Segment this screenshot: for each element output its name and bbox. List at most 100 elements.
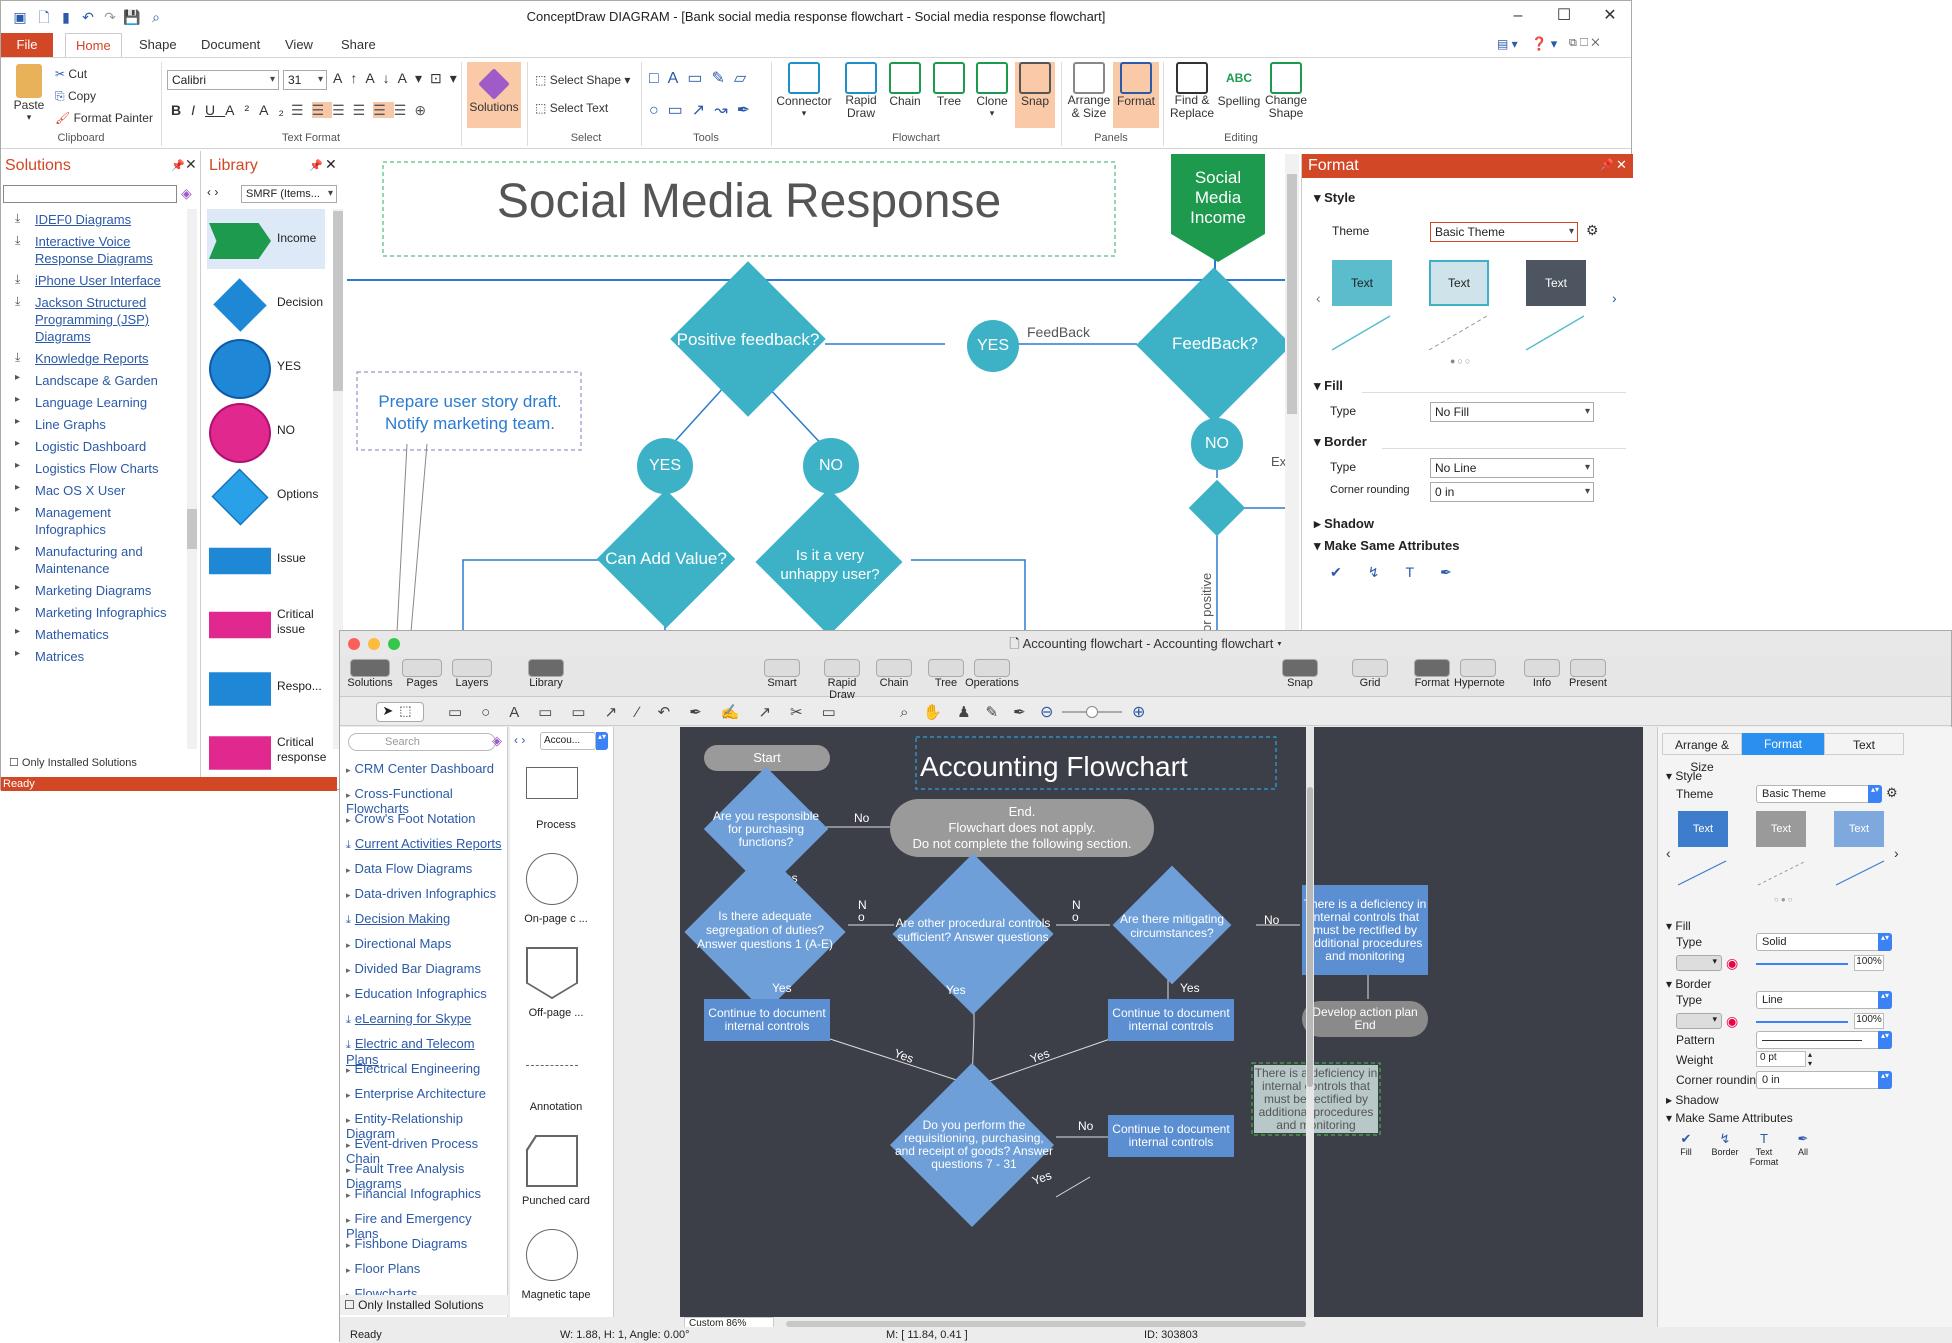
tab-view[interactable]: View xyxy=(285,37,313,52)
close-panel-icon[interactable]: ✕ xyxy=(325,156,337,172)
tab-home[interactable]: Home xyxy=(65,33,122,58)
shadow-section-toggle[interactable]: ▸ Shadow xyxy=(1314,516,1374,531)
settings-gear-icon[interactable]: ⚙ xyxy=(1586,222,1599,238)
spelling-button[interactable]: ABC Spelling xyxy=(1217,62,1261,108)
canvas-vertical-scrollbar[interactable] xyxy=(1285,154,1299,632)
accounting-title[interactable]: Accounting Flowchart xyxy=(920,751,1188,782)
continue-process-box[interactable]: Continue to document internal controls xyxy=(1108,999,1234,1041)
save-icon[interactable]: 💾 xyxy=(123,9,141,25)
solution-item[interactable]: ▸Matrices xyxy=(1,648,191,665)
tab-document[interactable]: Document xyxy=(201,37,261,52)
format-button[interactable]: Format xyxy=(1113,62,1159,128)
mac-solutions-search[interactable]: Search xyxy=(348,733,496,751)
style-section-toggle[interactable]: ▾ Style xyxy=(1314,190,1356,205)
clone-button[interactable]: Clone▾ xyxy=(971,62,1013,119)
make-same-fill-button[interactable]: ✔Fill xyxy=(1668,1131,1704,1157)
library-item[interactable]: Decision xyxy=(207,273,325,333)
toolbar-snap-button[interactable]: Snap xyxy=(1276,659,1324,689)
style-section-toggle[interactable]: ▾ Style xyxy=(1666,769,1703,783)
fill-section-toggle[interactable]: ▾ Fill xyxy=(1666,919,1691,933)
copy-button[interactable]: ⎘ Copy xyxy=(55,89,96,103)
find-replace-button[interactable]: Find & Replace xyxy=(1167,62,1217,120)
drawing-tools-row-1[interactable]: □A▭✎▱ xyxy=(649,70,756,87)
library-scrollbar[interactable] xyxy=(333,209,343,749)
mac-library-item[interactable]: On-page c ... xyxy=(514,851,598,941)
help-icon[interactable]: ❓ ▾ xyxy=(1531,36,1558,51)
zoom-slider[interactable] xyxy=(1062,706,1122,718)
corner-rounding-select[interactable]: 0 in xyxy=(1430,482,1594,502)
mac-library-item[interactable]: Magnetic tape xyxy=(514,1227,598,1317)
fill-opacity-slider[interactable] xyxy=(1756,963,1848,965)
diagram-title[interactable]: Social Media Response xyxy=(496,175,1002,228)
toolbar-layers-button[interactable]: Layers xyxy=(448,659,496,689)
diagram-canvas[interactable]: Social Media Response Social Media Incom… xyxy=(347,154,1285,632)
close-panel-icon[interactable]: ✕ xyxy=(1616,157,1627,172)
redo-icon[interactable]: ↷ xyxy=(104,9,116,25)
mac-solution-item[interactable]: ▸Event-driven Process Chain xyxy=(346,1136,507,1166)
minimize-icon[interactable]: – xyxy=(1513,7,1523,24)
tab-shape[interactable]: Shape xyxy=(139,37,177,52)
font-tools-row[interactable]: A↑A↓A▾⊡▾ xyxy=(333,70,465,86)
toolbar-operations-button[interactable]: Operations xyxy=(960,659,1024,689)
paste-button[interactable]: Paste▾ xyxy=(11,64,47,123)
zoom-slider-thumb[interactable] xyxy=(1086,706,1098,718)
mac-solution-item[interactable]: ▸Data-driven Infographics xyxy=(346,886,496,901)
library-item[interactable]: Critical issue xyxy=(207,593,325,653)
tab-text[interactable]: Text xyxy=(1824,733,1904,755)
undo-icon[interactable]: ↶ xyxy=(82,9,94,25)
shadow-section-toggle[interactable]: ▸ Shadow xyxy=(1666,1093,1719,1107)
mac-fill-type-select[interactable]: Solid▴▾ xyxy=(1756,933,1892,951)
mac-library-item[interactable]: Process xyxy=(514,757,598,847)
fill-color-well[interactable]: ▾ xyxy=(1676,955,1722,971)
mac-corner-select[interactable]: 0 in▴▾ xyxy=(1756,1071,1892,1089)
theme-page-dots[interactable]: ●○○ xyxy=(1450,356,1473,366)
mac-library-item[interactable]: Punched card xyxy=(514,1133,598,1223)
toolbar-library-button[interactable]: Library xyxy=(522,659,570,689)
mac-solution-item[interactable]: ▸Entity-Relationship Diagram xyxy=(346,1111,507,1141)
solution-item[interactable]: ▸Logistics Flow Charts xyxy=(1,460,191,477)
solution-item[interactable]: ⤓Knowledge Reports xyxy=(1,350,191,367)
select-shape-button[interactable]: ⬚ Select Shape ▾ xyxy=(535,73,631,87)
next-theme-icon[interactable]: › xyxy=(1612,290,1617,306)
library-item[interactable]: YES xyxy=(207,337,325,399)
yes-circle-shape[interactable]: YES xyxy=(637,438,693,494)
library-select[interactable]: SMRF (Items... xyxy=(241,185,337,203)
library-item[interactable]: NO xyxy=(207,401,325,463)
border-section-toggle[interactable]: ▾ Border xyxy=(1314,434,1367,449)
solution-item[interactable]: ▸Manufacturing and Maintenance xyxy=(1,543,191,577)
select-text-button[interactable]: ⬚ Select Text xyxy=(535,101,609,115)
border-color-well[interactable]: ▾ xyxy=(1676,1013,1722,1029)
mac-solution-item[interactable]: ▸Electrical Engineering xyxy=(346,1061,480,1076)
toolbar-format-button[interactable]: Format xyxy=(1408,659,1456,689)
tab-format[interactable]: Format xyxy=(1742,733,1824,755)
solution-item[interactable]: ▸Line Graphs xyxy=(1,416,191,433)
mac-solution-item[interactable]: ▸Fishbone Diagrams xyxy=(346,1236,467,1251)
library-item[interactable]: Critical response xyxy=(207,721,326,781)
tab-share[interactable]: Share xyxy=(341,37,376,52)
mac-solution-item[interactable]: ▸Fault Tree Analysis Diagrams xyxy=(346,1161,507,1191)
text-style-row[interactable]: BIUA²A₂ xyxy=(171,102,294,118)
solution-item[interactable]: ▸Landscape & Garden xyxy=(1,372,191,389)
toolbar-hypernote-button[interactable]: Hypernote xyxy=(1454,659,1505,689)
library-item[interactable]: Respo... xyxy=(207,657,325,717)
theme-swatch-2[interactable]: Text xyxy=(1756,811,1806,847)
rapid-draw-button[interactable]: Rapid Draw xyxy=(839,62,883,120)
library-nav-arrows[interactable]: ‹ › xyxy=(514,733,526,747)
library-item[interactable]: Issue xyxy=(207,529,325,589)
color-wheel-icon[interactable]: ◉ xyxy=(1726,1013,1739,1029)
continue-process-box[interactable]: Continue to document internal controls xyxy=(704,999,830,1041)
layout-icon[interactable]: ▤ ▾ xyxy=(1497,37,1518,51)
close-panel-icon[interactable]: ✕ xyxy=(185,156,197,172)
chain-button[interactable]: Chain xyxy=(885,62,925,108)
solution-item[interactable]: ⤓IDEF0 Diagrams xyxy=(1,211,191,228)
solution-item[interactable]: ▸Language Learning xyxy=(1,394,191,411)
cut-button[interactable]: ✂ Cut xyxy=(55,67,88,81)
mac-pattern-select[interactable]: ▴▾ xyxy=(1756,1031,1892,1049)
minimize-window-button[interactable] xyxy=(368,638,380,650)
toolbar-tree-button[interactable]: Tree xyxy=(922,659,970,689)
end-terminal[interactable]: End. Flowchart does not apply. Do not co… xyxy=(890,799,1154,857)
tab-file[interactable]: File xyxy=(1,33,53,57)
scrollbar-thumb[interactable] xyxy=(1287,174,1297,414)
mac-view-tools[interactable]: ⌕✋♟✎✒ xyxy=(900,704,1041,721)
